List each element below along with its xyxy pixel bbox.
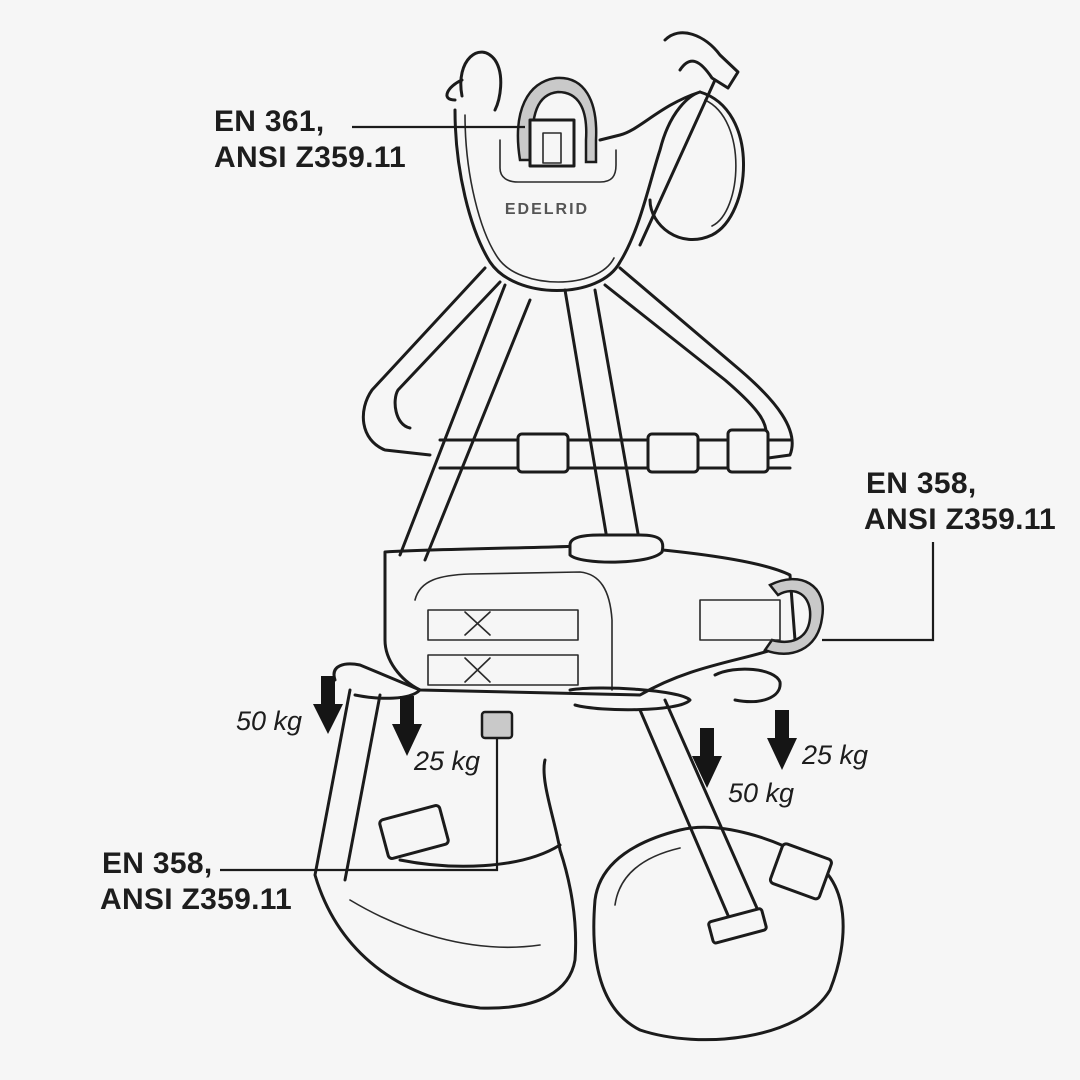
- callout-line-side: [822, 542, 935, 642]
- load-label-left-outer: 50 kg: [236, 706, 303, 736]
- callout-label-front: EN 358, ANSI Z359.11: [100, 846, 292, 918]
- load-label-right-inner: 50 kg: [728, 778, 795, 808]
- load-label-right-outer: 25 kg: [802, 740, 869, 770]
- callout-standard-line1: EN 358,: [866, 467, 977, 500]
- load-label-left-inner: 25 kg: [414, 746, 481, 776]
- callout-label-dorsal: EN 361, ANSI Z359.11: [214, 104, 406, 176]
- callout-standard-line2: ANSI Z359.11: [100, 883, 293, 916]
- brand-mark: EDELRID: [505, 201, 589, 218]
- side-d-ring: [763, 578, 825, 655]
- callout-label-side: EN 358, ANSI Z359.11: [864, 466, 1056, 538]
- callout-line-front: [220, 738, 499, 872]
- back-pad: EDELRID: [453, 76, 702, 292]
- shoulder-straps: [445, 31, 745, 247]
- callout-standard-line1: EN 358,: [102, 847, 213, 880]
- load-arrows: [313, 676, 797, 788]
- chest-straps: [361, 266, 794, 562]
- arrow-down-icon: [392, 696, 422, 756]
- front-attachment-point: [480, 710, 514, 740]
- callout-standard-line1: EN 361,: [214, 105, 325, 138]
- callout-standard-line2: ANSI Z359.11: [864, 503, 1057, 536]
- arrow-down-icon: [692, 728, 722, 788]
- leg-loops: [313, 688, 845, 1042]
- callout-lines: [220, 125, 935, 872]
- arrow-down-icon: [313, 676, 343, 734]
- waist-belt: [332, 533, 825, 740]
- arrow-down-icon: [767, 710, 797, 770]
- dorsal-d-ring: [516, 76, 598, 164]
- callout-standard-line2: ANSI Z359.11: [214, 141, 407, 174]
